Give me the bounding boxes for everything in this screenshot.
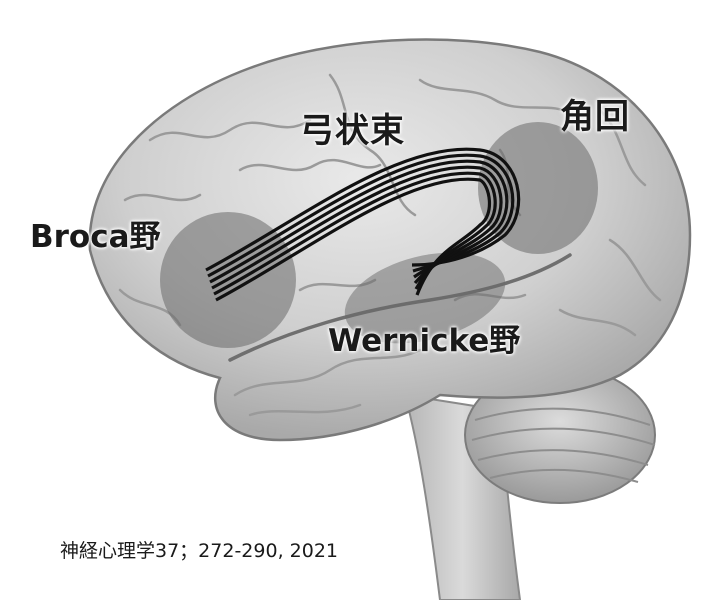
arcuate-fasciculus-label: 弓状束 bbox=[300, 111, 405, 151]
angular-gyrus-label: 角回 bbox=[560, 97, 630, 137]
cerebellum bbox=[464, 366, 656, 504]
arcuate-fasciculus-bundle bbox=[205, 147, 521, 302]
broca-area-label: Broca野 bbox=[30, 219, 161, 255]
wernicke-area-region bbox=[344, 252, 506, 344]
citation-text: 神経心理学37；272-290, 2021 bbox=[60, 540, 338, 562]
wernicke-area-label: Wernicke野 bbox=[328, 323, 521, 359]
